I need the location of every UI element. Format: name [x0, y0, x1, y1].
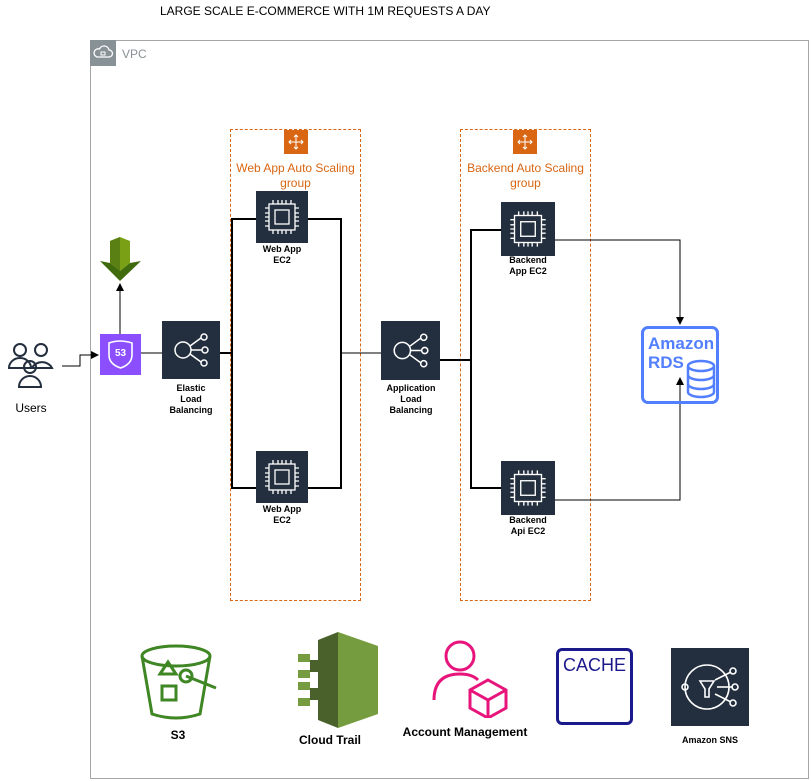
cloudtrail-icon	[298, 632, 378, 728]
rds-label: Amazon RDS	[648, 334, 714, 372]
ec2-icon	[501, 461, 555, 515]
cloudtrail-label: Cloud Trail	[298, 733, 361, 747]
web-asg-label: Web App Auto Scaling group	[230, 161, 361, 191]
alb-icon	[381, 321, 440, 380]
web-ec2-bottom-line2: EC2	[273, 515, 291, 525]
backend-ec2-bottom-line2: Api EC2	[510, 526, 546, 536]
elb-label-line2: Load	[180, 394, 202, 404]
route53-text: 53	[114, 348, 127, 359]
s3-upload-icon	[100, 237, 141, 281]
ec2-icon	[256, 451, 308, 503]
account-management-label: Account Management	[402, 725, 528, 739]
web-ec2-bottom-line1: Web App	[262, 504, 302, 514]
backend-ec2-bottom-line1: Backend	[509, 515, 547, 525]
backend-ec2-top-label: Backend App EC2	[492, 255, 564, 277]
vpc-label: VPC	[122, 47, 147, 61]
web-app-auto-scaling-group	[230, 129, 361, 601]
backend-asg-label-line2: group	[510, 176, 541, 190]
backend-ec2-bottom-label: Backend Api EC2	[492, 515, 564, 537]
web-ec2-bottom-label: Web App EC2	[246, 504, 318, 526]
web-ec2-top-line1: Web App	[262, 244, 302, 254]
account-management-icon	[430, 638, 510, 720]
backend-auto-scaling-group	[460, 129, 591, 601]
web-ec2-top-line2: EC2	[273, 255, 291, 265]
rds-label-line1: Amazon	[648, 334, 715, 353]
rds-database-icon: Amazon RDS	[641, 326, 719, 404]
auto-scaling-icon	[513, 130, 537, 154]
diagram-title: LARGE SCALE E-COMMERCE WITH 1M REQUESTS …	[160, 4, 491, 18]
alb-label-line2: Load	[400, 394, 422, 404]
vpc-cloud-icon	[90, 40, 116, 66]
cache-text: CACHE	[562, 655, 626, 675]
route53-icon: 53	[100, 334, 141, 375]
backend-asg-label: Backend Auto Scaling group	[460, 161, 591, 191]
web-asg-label-line1: Web App Auto Scaling	[236, 161, 355, 175]
backend-ec2-top-line2: App EC2	[509, 266, 547, 276]
backend-ec2-top-line1: Backend	[509, 255, 547, 265]
web-ec2-top-label: Web App EC2	[246, 244, 318, 266]
elb-icon	[162, 321, 220, 379]
s3-bucket-icon	[138, 642, 218, 720]
sns-icon	[671, 648, 749, 726]
ec2-icon	[256, 191, 308, 243]
ec2-icon	[501, 202, 555, 256]
auto-scaling-icon	[284, 130, 308, 154]
alb-label-line1: Application	[386, 383, 436, 393]
web-asg-label-line2: group	[280, 176, 311, 190]
rds-label-line2: RDS	[648, 353, 684, 372]
users-label: Users	[15, 401, 47, 415]
elb-label: Elastic Load Balancing	[155, 383, 227, 416]
alb-label-line3: Balancing	[389, 405, 433, 415]
users-icon	[6, 340, 56, 390]
sns-label: Amazon SNS	[681, 735, 738, 745]
elb-label-line1: Elastic	[176, 383, 206, 393]
backend-asg-label-line1: Backend Auto Scaling	[467, 161, 584, 175]
s3-label: S3	[170, 728, 186, 742]
elb-label-line3: Balancing	[169, 405, 213, 415]
vpc-container	[90, 40, 809, 779]
alb-label: Application Load Balancing	[372, 383, 450, 416]
cache-icon: CACHE	[556, 648, 633, 725]
